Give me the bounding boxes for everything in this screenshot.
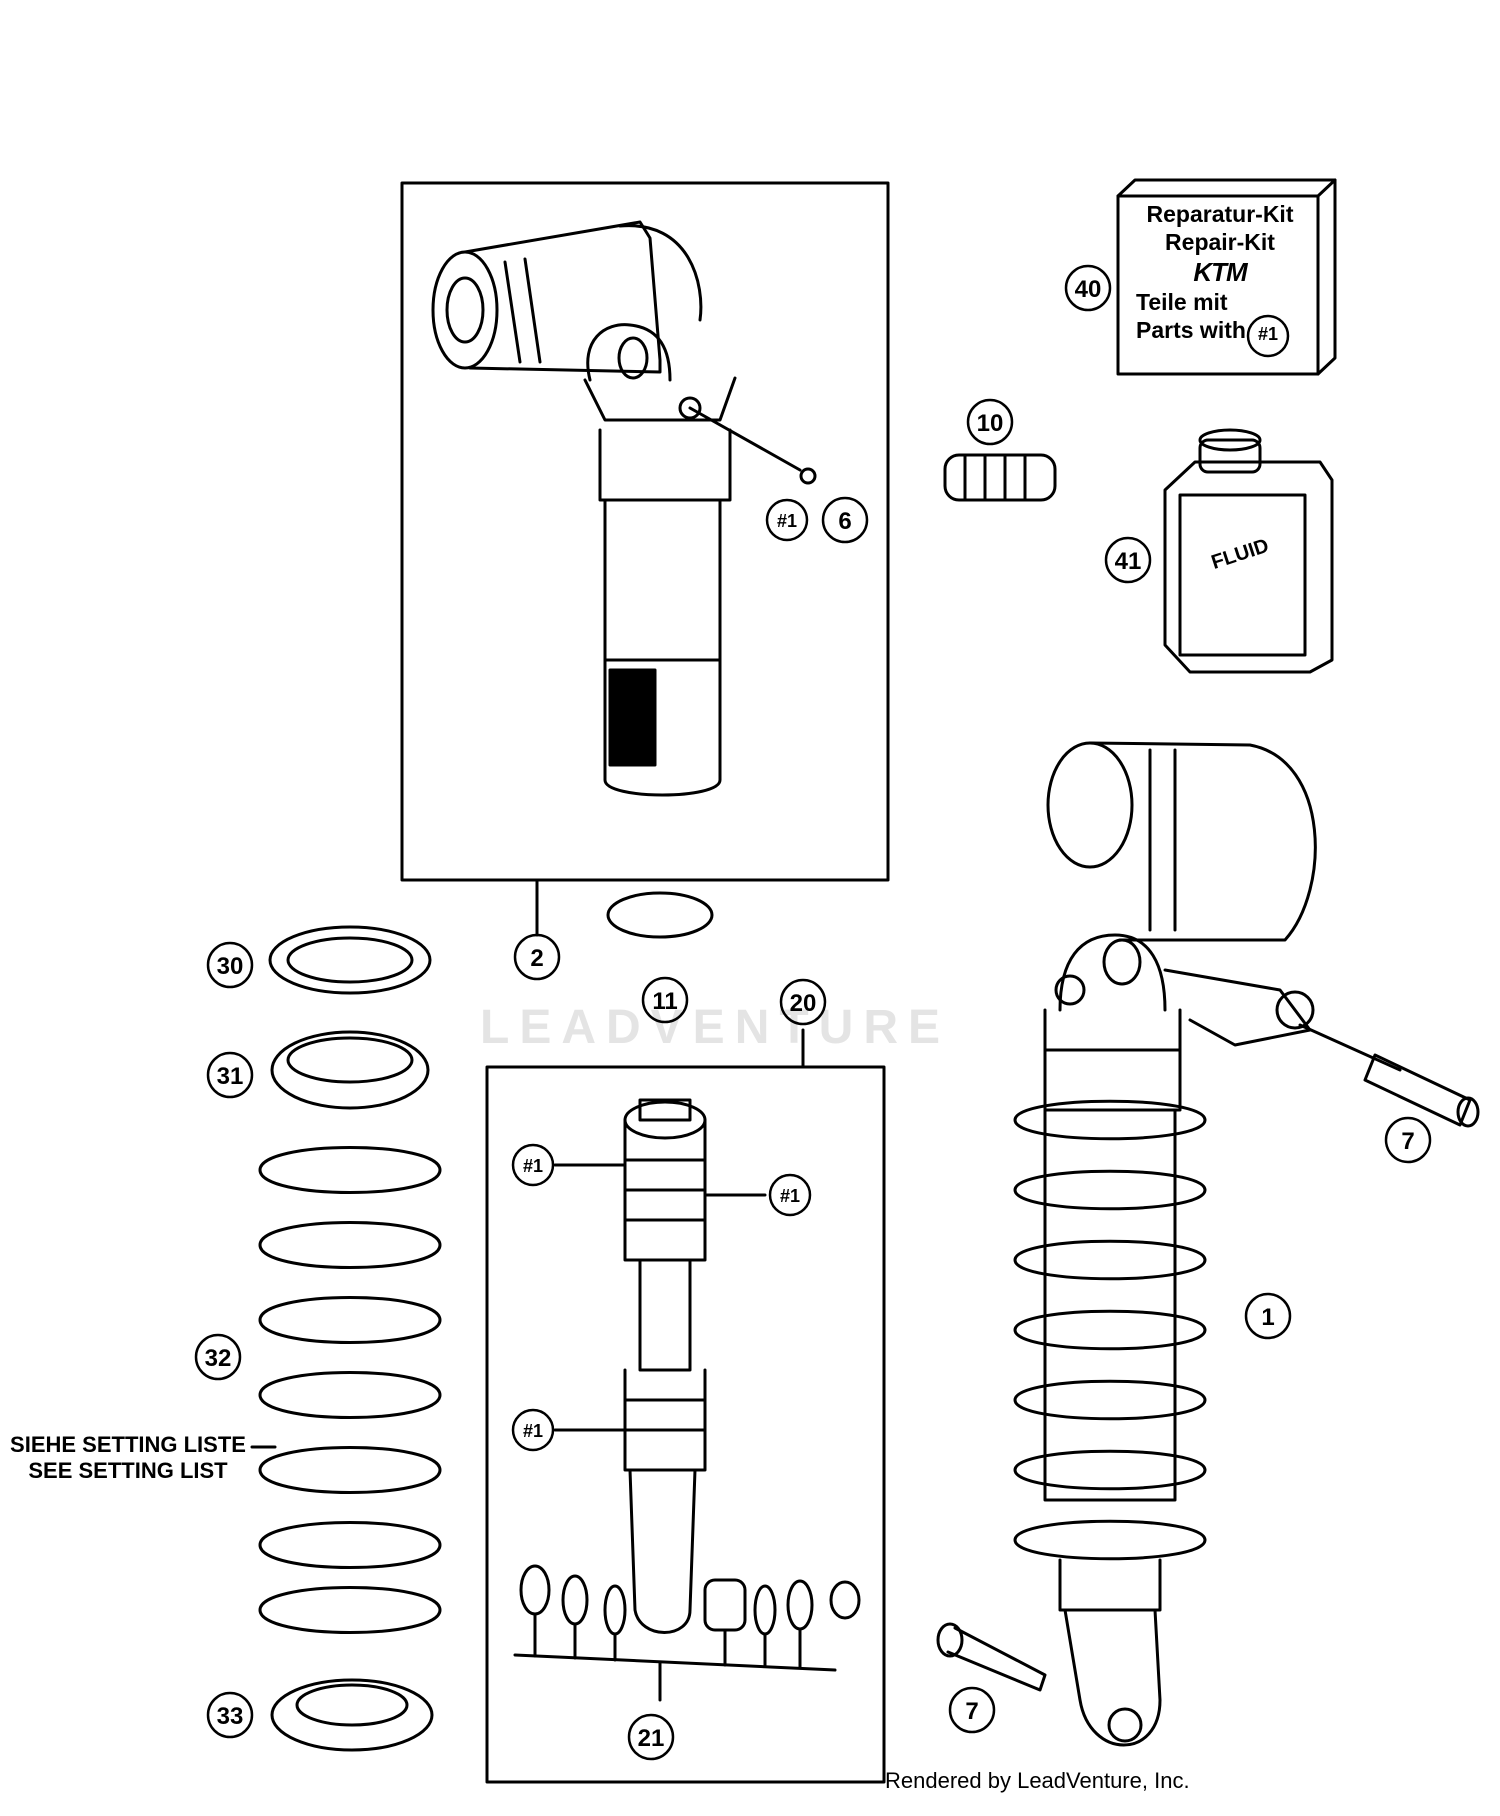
- repair-kit-box-part-40: [1116, 178, 1337, 376]
- callout-40-label: 40: [1075, 276, 1102, 303]
- watermark: LEADVENTURE: [480, 1001, 951, 1054]
- callout-31: [206, 1051, 254, 1099]
- callout-6-label: 6: [838, 508, 851, 535]
- damper-body-part-2: [431, 220, 817, 797]
- callout-2-label: 2: [530, 945, 543, 972]
- fluid-can-part-41: [1163, 428, 1334, 674]
- callout-1-label: 1: [1261, 1304, 1274, 1331]
- spring-seat-part-31: [270, 1030, 430, 1110]
- repair-kit-line3: Teile mit: [1136, 289, 1228, 315]
- setting-note: SIEHE SETTING LISTE SEE SETTING LIST: [4, 1432, 252, 1484]
- callout-30: [206, 941, 254, 989]
- setting-note-en: SEE SETTING LIST: [28, 1458, 228, 1483]
- callout-33: [206, 1691, 254, 1739]
- callout-20: [779, 978, 827, 1026]
- callout-7-lower: [948, 1686, 996, 1734]
- callout-11-label: 11: [652, 988, 677, 1015]
- callout-32-label: 32: [205, 1345, 232, 1372]
- repair-kit-line1: Reparatur-Kit: [1146, 201, 1294, 227]
- callout-1: [1244, 1292, 1292, 1340]
- valve-part-10: [943, 453, 1057, 502]
- callout-7-upper: [1384, 1116, 1432, 1164]
- spring-collar-part-33: [270, 1678, 434, 1752]
- fluid-label: FLUID: [1209, 535, 1272, 574]
- callout-30-label: 30: [217, 953, 244, 980]
- callout-41: [1104, 536, 1152, 584]
- ref-top-label: #1: [777, 511, 797, 531]
- callout-33-label: 33: [217, 1703, 244, 1730]
- callout-6: [821, 496, 869, 544]
- part-2-frame: [400, 181, 890, 882]
- repair-kit-line4: Parts with: [1136, 317, 1246, 343]
- piston-rod-assembly-part-20: [513, 1098, 861, 1702]
- ref-top: [765, 498, 809, 542]
- callout-7-lower-label: 7: [965, 1698, 978, 1725]
- callout-32: [194, 1333, 242, 1381]
- repair-kit-line2: Repair-Kit: [1165, 229, 1275, 255]
- callout-31-label: 31: [217, 1063, 244, 1090]
- callout-41-label: 41: [1115, 548, 1142, 575]
- repair-kit-text: Reparatur-Kit Repair-Kit KTM Teile mit P…: [1120, 200, 1320, 344]
- o-ring-part-11: [606, 891, 714, 939]
- setting-note-de: SIEHE SETTING LISTE: [10, 1432, 246, 1457]
- bolt-part-7-lower: [936, 1622, 1047, 1692]
- spring-retainer-part-30: [268, 925, 432, 995]
- ref-mid-left-label: #1: [523, 1156, 543, 1176]
- callout-10-label: 10: [977, 410, 1004, 437]
- callout-20-label: 20: [790, 990, 817, 1017]
- ktm-logo: KTM: [1193, 257, 1247, 287]
- footer-credit: Rendered by LeadVenture, Inc.: [885, 1768, 1190, 1793]
- callout-10: [966, 398, 1014, 446]
- complete-shock-part-1: [1013, 741, 1480, 1747]
- part-20-frame: [485, 1065, 886, 1784]
- kit-ref: [1246, 314, 1290, 358]
- repair-kit-ref-label: #1: [1257, 324, 1279, 344]
- ref-low-left-label: #1: [523, 1421, 543, 1441]
- ref-mid-right: [768, 1173, 812, 1217]
- spring-part-32: [258, 1146, 442, 1634]
- callout-7-upper-label: 7: [1401, 1128, 1414, 1155]
- callout-21: [627, 1713, 675, 1761]
- ref-mid-right-label: #1: [780, 1186, 800, 1206]
- callout-21-label: 21: [638, 1725, 665, 1752]
- callout-40: [1064, 264, 1112, 312]
- ref-mid-left: [511, 1143, 555, 1187]
- callout-2: [513, 933, 561, 981]
- callout-11: [641, 976, 689, 1024]
- ref-low-left: [511, 1408, 555, 1452]
